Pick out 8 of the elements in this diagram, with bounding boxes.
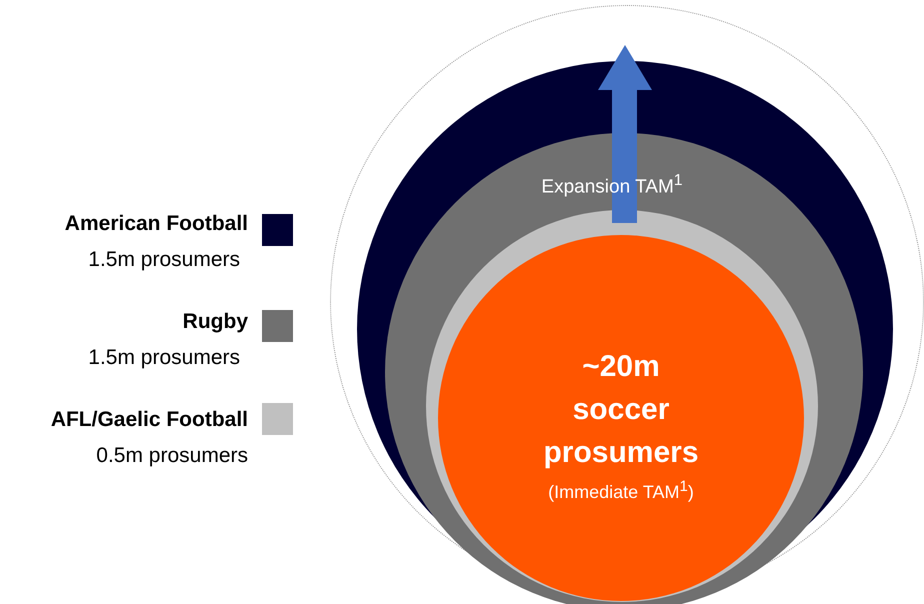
- core-label: ~20m soccer prosumers: [542, 349, 700, 471]
- legend-count-label: 1.5m prosumers: [88, 248, 240, 272]
- legend-count-label: 1.5m prosumers: [88, 346, 240, 370]
- legend-label: American Football: [64, 212, 248, 236]
- legend-count-label: 0.5m prosumers: [96, 444, 248, 468]
- legend-label: Rugby: [182, 310, 248, 334]
- legend-label: AFL/Gaelic Football: [50, 408, 248, 432]
- core-sublabel: (Immediate TAM$^{1}$): [547, 478, 695, 503]
